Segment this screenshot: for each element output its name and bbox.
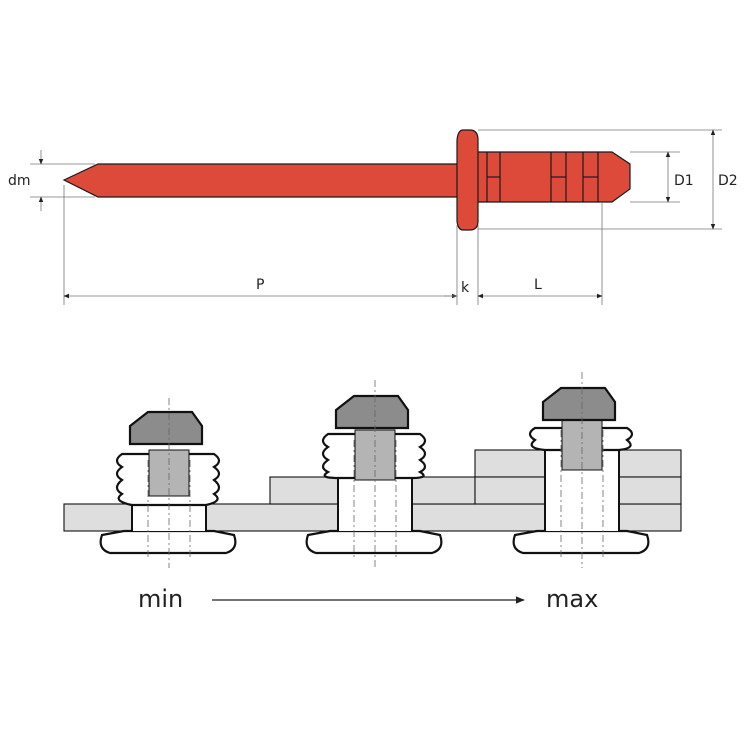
rivet-installed-min [99, 410, 237, 555]
rivet-installed-max [512, 386, 650, 555]
label-dm: dm [8, 173, 31, 189]
label-l: L [534, 277, 542, 293]
label-d1: D1 [674, 173, 694, 189]
rivet-side-view [62, 129, 631, 231]
label-p: P [256, 277, 264, 293]
label-max: max [546, 585, 598, 613]
center-lines [147, 372, 604, 568]
rivet-installed-mid [305, 394, 443, 555]
dimension-lines [30, 129, 722, 305]
label-min: min [138, 585, 183, 613]
label-d2: D2 [718, 173, 738, 189]
label-k: k [461, 280, 470, 296]
